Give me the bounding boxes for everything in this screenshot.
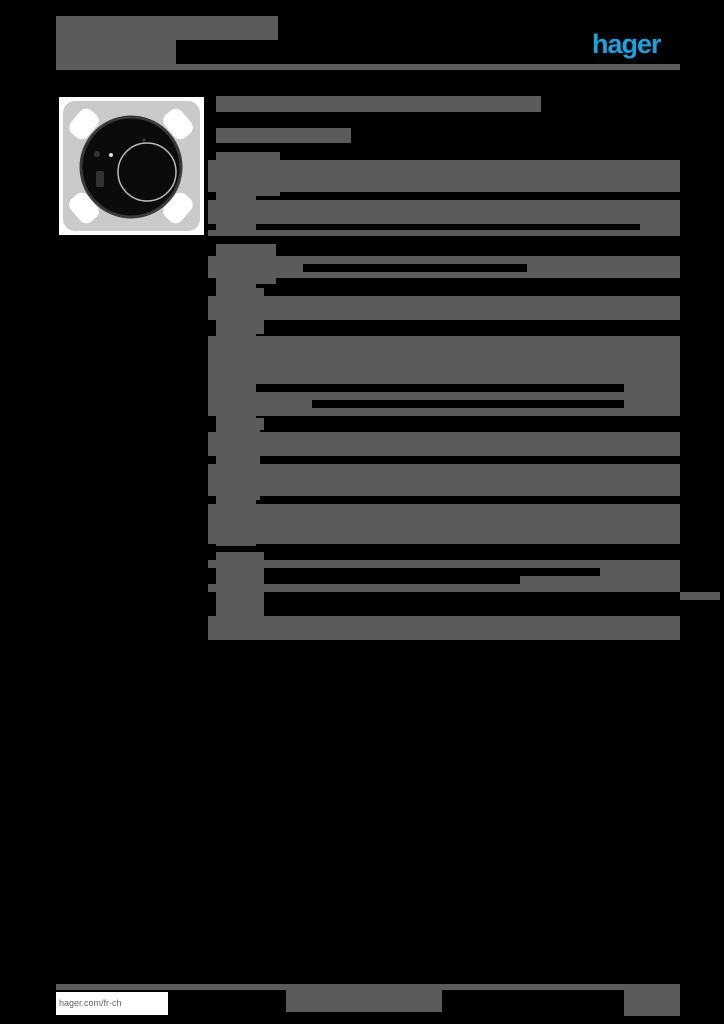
spec-line-9f: [208, 616, 680, 640]
footer-page-redacted: [624, 990, 680, 1016]
spec-line-9e: [680, 592, 720, 600]
footer-center-redacted: [286, 990, 442, 1012]
header-title-redacted: [56, 16, 278, 36]
spec-line-2a: [208, 200, 680, 224]
footer-url[interactable]: hager.com/fr-ch: [56, 992, 168, 1015]
spec-line-9b: [600, 568, 680, 576]
spec-line-9d: [208, 584, 680, 592]
spec-line-2b: [640, 224, 680, 234]
spec-line-4a: [208, 296, 680, 320]
spec-line-9a: [208, 560, 680, 568]
spec-gap-5a: [256, 384, 624, 392]
spec-gap-5b: [312, 400, 624, 408]
spec-line-1a: [208, 160, 680, 192]
thermostat-icon: [63, 101, 200, 231]
spec-line-7a: [208, 464, 680, 496]
header-rule: [56, 64, 680, 70]
hager-logo: hager: [592, 29, 662, 59]
spec-gap-3: [303, 264, 527, 272]
product-image: [59, 97, 204, 235]
footer-rule: [56, 984, 680, 990]
spec-line-8a: [208, 504, 680, 544]
spec-line-2c: [208, 230, 680, 236]
spec-line-9c: [520, 576, 680, 584]
product-title-redacted: [216, 96, 541, 112]
header-title-redacted-2: [56, 36, 176, 64]
article-number-redacted: [216, 128, 351, 143]
header-title-descender: [176, 36, 278, 40]
spec-line-6a: [208, 432, 680, 456]
